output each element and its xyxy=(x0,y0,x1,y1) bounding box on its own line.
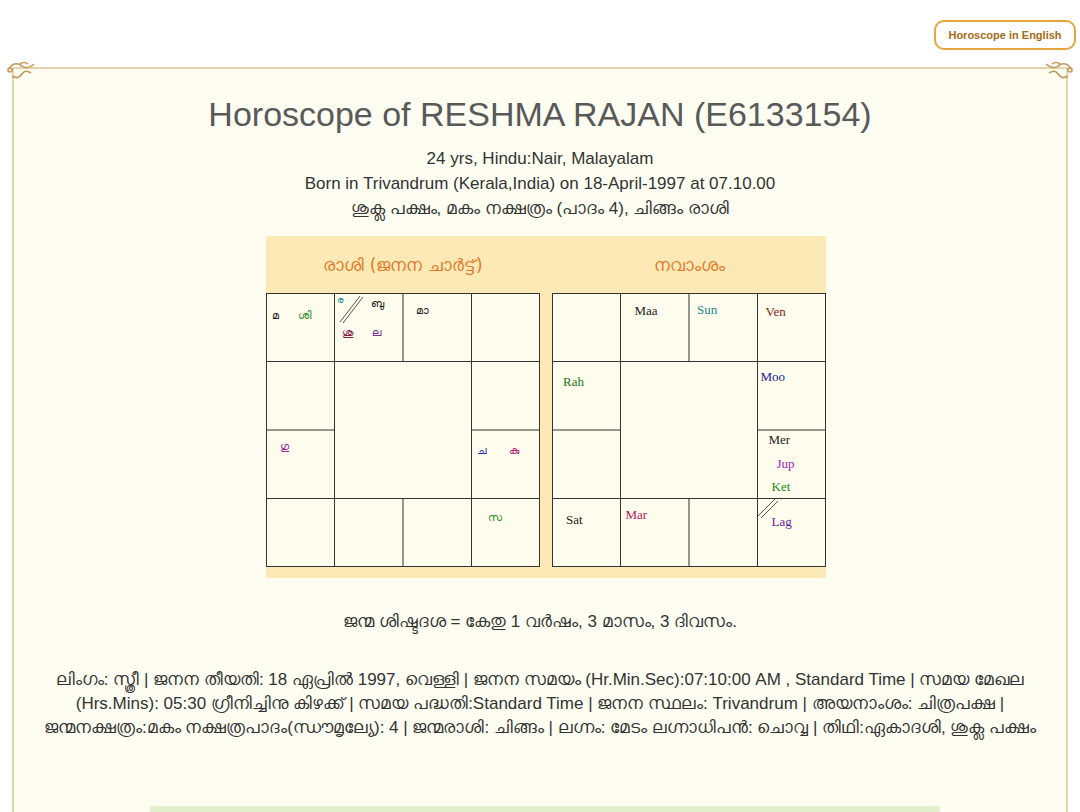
house-cell: Sat xyxy=(552,499,621,568)
dasha-note: ജന്മ ശിഷ്ടദശ = കേതു 1 വർഷം, 3 മാസം, 3 ദി… xyxy=(20,611,1060,633)
planet-label: ര xyxy=(337,294,343,306)
planet-label: മ xyxy=(272,309,279,323)
house-cell: Mar xyxy=(621,499,690,568)
birth-details: ലിംഗം: സ്ത്രീ | ജനന തീയതി: 18 ഏപ്രിൽ 199… xyxy=(20,668,1060,740)
planet-label: Jup xyxy=(777,456,795,472)
house-cell: Lag xyxy=(758,499,827,568)
button-label: Horoscope in English xyxy=(936,22,1074,48)
planet-label: മാ xyxy=(416,304,429,318)
planet-label: ല xyxy=(372,326,381,340)
planet-label: ശി xyxy=(298,309,311,323)
content-panel xyxy=(13,68,1067,812)
navamsa-grid xyxy=(552,293,826,567)
info-band xyxy=(150,806,940,812)
planet-label: Moo xyxy=(761,369,786,385)
planet-label: Ket xyxy=(772,479,791,495)
house-cell: MerJupKet xyxy=(758,430,827,499)
house-cell: മാ xyxy=(403,293,472,362)
house-cell: ര ബു ശു ല xyxy=(335,293,404,362)
rasi-chart: രാശി (ജനന ചാർട്ട്) മ ശി ര ബു ശു ല മാ ഗു ച കു സ xyxy=(266,250,540,567)
planet-label: കു xyxy=(509,444,519,458)
chart-heading: രാശി (ജനന ചാർട്ട്) xyxy=(266,254,540,276)
house-cell: Ven xyxy=(758,293,827,362)
subtitle-line: 24 yrs, Hindu:Nair, Malayalam xyxy=(20,148,1060,169)
chart-panel xyxy=(266,236,826,578)
page-title: Horoscope of RESHMA RAJAN (E6133154) xyxy=(20,93,1060,135)
house-cell: മ ശി xyxy=(266,293,335,362)
subtitle-line: ശുക്ല പക്ഷം, മകം നക്ഷത്രം (പാദം 4), ചിങ്… xyxy=(20,198,1060,219)
house-cell: Maa xyxy=(621,293,690,362)
planet-label: Lag xyxy=(772,514,792,530)
house-cell: Rah xyxy=(552,362,621,431)
corner-ornament xyxy=(8,63,34,78)
planet-label: ബു xyxy=(371,297,384,311)
planet-label: Sun xyxy=(697,302,717,318)
planet-label: Sat xyxy=(566,512,583,528)
planet-label: Ven xyxy=(766,304,786,320)
corner-ornament xyxy=(1046,63,1072,78)
house-cell: ഗു xyxy=(266,430,335,499)
navamsa-chart: നവാംശം Maa Sun VenRah MooMerJupKetSat Mar Lag xyxy=(552,250,826,567)
house-cell: സ xyxy=(472,499,541,568)
language-button: Horoscope in English xyxy=(934,20,1076,50)
planet-label: ഗു xyxy=(280,440,289,454)
chart-heading: നവാംശം xyxy=(552,254,826,276)
planet-label: ച xyxy=(477,444,487,458)
planet-label: ശു xyxy=(342,326,353,340)
planet-label: Rah xyxy=(563,374,584,390)
house-cell: ച കു xyxy=(472,430,541,499)
subtitle-line: Born in Trivandrum (Kerala,India) on 18-… xyxy=(20,173,1060,194)
rasi-grid xyxy=(266,293,540,567)
house-cell: Moo xyxy=(758,362,827,431)
planet-label: Mer xyxy=(769,432,791,448)
planet-label: സ xyxy=(488,511,502,525)
planet-label: Maa xyxy=(635,303,658,319)
house-cell: Sun xyxy=(689,293,758,362)
planet-label: Mar xyxy=(626,507,648,523)
